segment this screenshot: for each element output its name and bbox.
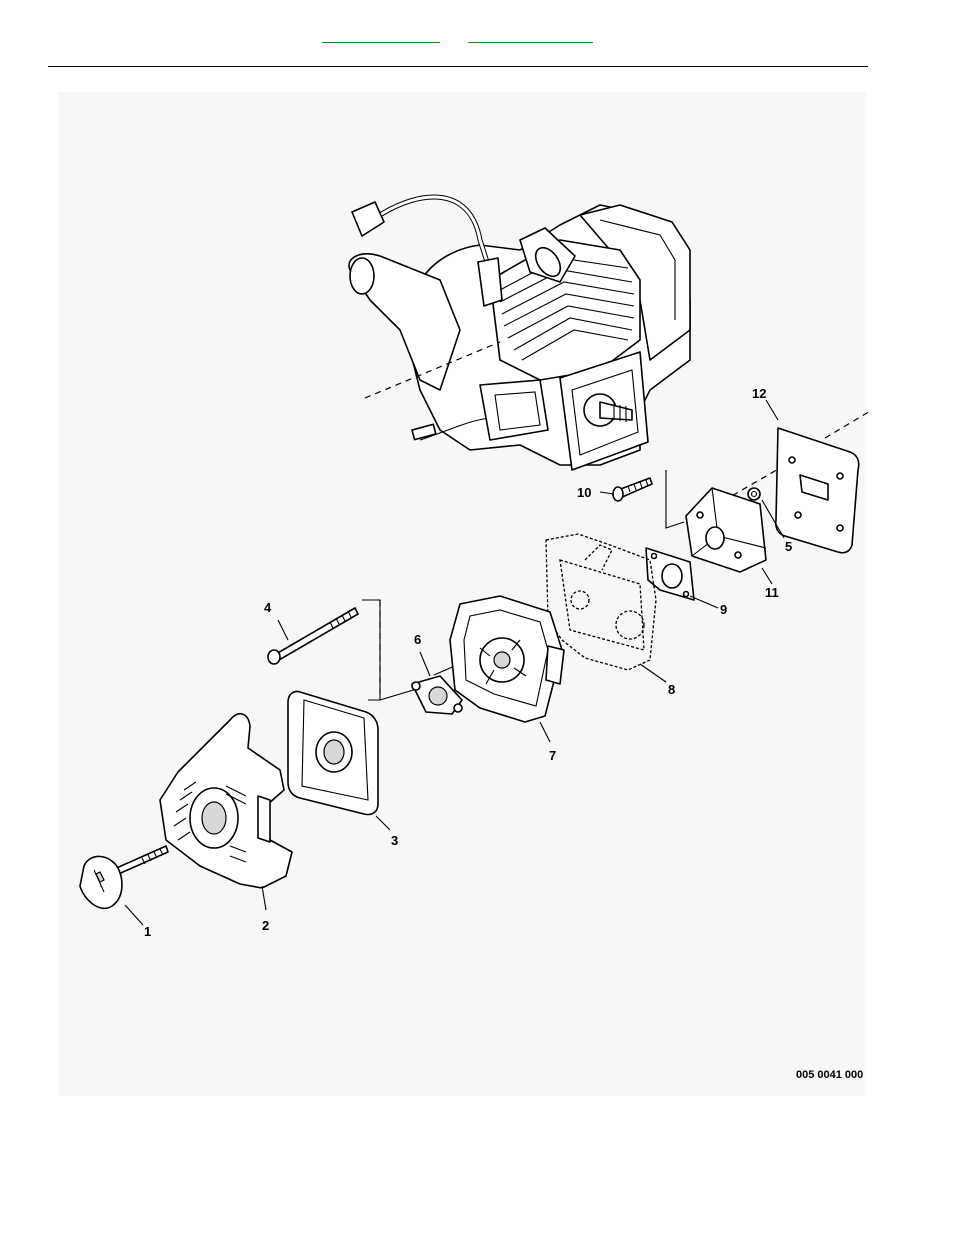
callout-5: 5 (785, 539, 792, 554)
callout-11: 11 (765, 585, 779, 600)
callout-8: 8 (668, 682, 675, 697)
part-1-knob (80, 846, 168, 908)
callout-2: 2 (262, 918, 269, 933)
part-10-screw (613, 478, 652, 501)
part-12-gasket (776, 428, 859, 553)
part-7-filter-base (450, 596, 564, 722)
callout-4: 4 (264, 600, 272, 615)
callout-12: 12 (752, 386, 766, 401)
callout-9: 9 (720, 602, 727, 617)
callout-3: 3 (391, 833, 398, 848)
drawing-code: 005 0041 000 (796, 1069, 863, 1081)
callout-6: 6 (414, 632, 421, 647)
part-9-gasket (646, 548, 694, 600)
part-5-nut (748, 488, 760, 500)
callout-7: 7 (549, 748, 556, 763)
callout-10: 10 (577, 485, 591, 500)
part-2-filter-cover (160, 714, 292, 888)
engine-assembly (349, 197, 690, 470)
part-3-air-filter (288, 691, 378, 814)
callout-1: 1 (144, 924, 151, 939)
part-4-screw (268, 608, 358, 664)
